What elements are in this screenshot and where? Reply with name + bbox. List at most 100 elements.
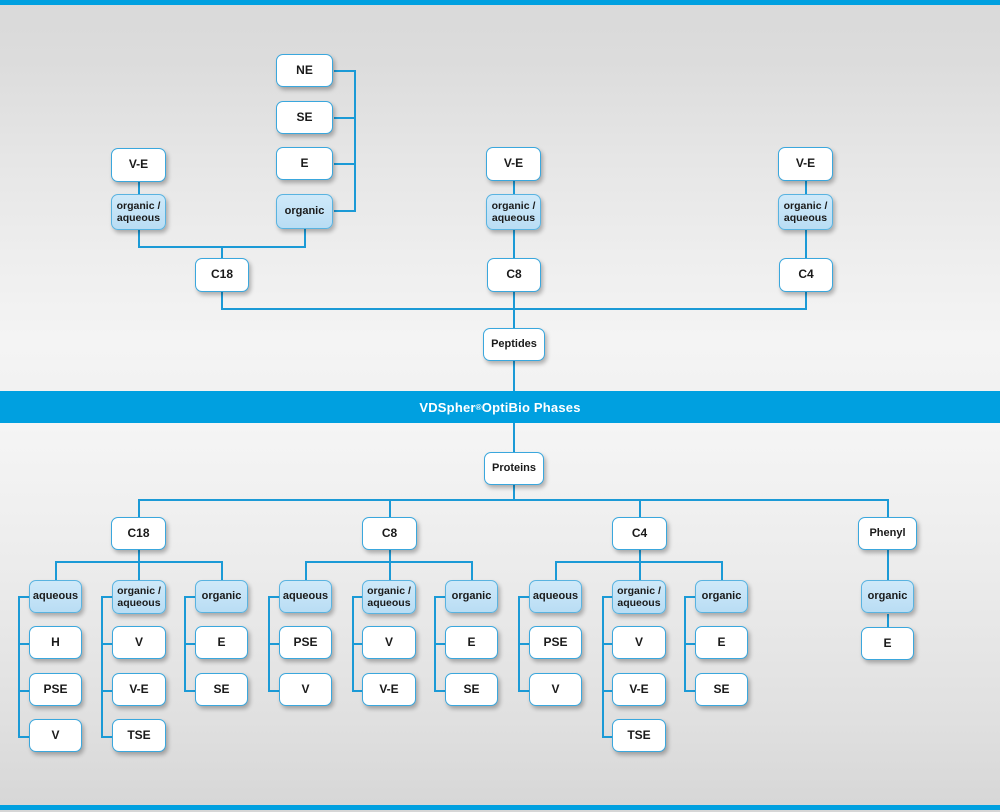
connector-line	[184, 643, 196, 645]
connector-line	[184, 690, 196, 692]
connector-line	[518, 643, 530, 645]
top-accent-bar	[0, 0, 1000, 5]
node-proteins-root[interactable]: Proteins	[484, 452, 544, 485]
node-proteins-phase-c18[interactable]: C18	[111, 517, 166, 550]
connector-line	[389, 499, 391, 517]
connector-line	[389, 561, 391, 580]
connector-line	[805, 292, 807, 309]
node-c18-group-organic[interactable]: organic	[195, 580, 248, 613]
connector-line	[513, 181, 515, 194]
node-c18-aqueous-item-pse[interactable]: PSE	[29, 673, 82, 706]
node-c8-aqueous-item-v[interactable]: V	[279, 673, 332, 706]
connector-line	[518, 690, 530, 692]
node-c8-group-organic[interactable]: organic	[445, 580, 498, 613]
connector-line	[513, 308, 515, 328]
connector-line	[354, 70, 356, 212]
node-peptides-c18-organic[interactable]: organic	[276, 194, 333, 229]
node-c4-organic-item-e[interactable]: E	[695, 626, 748, 659]
connector-line	[101, 596, 113, 598]
node-c4-aqueous-item-v[interactable]: V	[529, 673, 582, 706]
node-c4-organic-aqueous-item-tse[interactable]: TSE	[612, 719, 666, 752]
connector-line	[684, 596, 696, 598]
connector-line	[55, 561, 57, 580]
connector-line	[18, 736, 30, 738]
connector-line	[101, 643, 113, 645]
node-c4-group-aqueous[interactable]: aqueous	[529, 580, 582, 613]
connector-line	[305, 561, 307, 580]
node-proteins-phase-phenyl[interactable]: Phenyl	[858, 517, 917, 550]
connector-line	[513, 230, 515, 258]
node-c4-organic-aqueous-item-ve[interactable]: V-E	[612, 673, 666, 706]
node-c18-aqueous-item-v[interactable]: V	[29, 719, 82, 752]
connector-line	[513, 361, 515, 393]
node-c8-group-organic-aqueous[interactable]: organic / aqueous	[362, 580, 416, 614]
connector-line	[101, 596, 103, 737]
node-peptides-phase-c4[interactable]: C4	[779, 258, 833, 292]
node-c4-organic-item-se[interactable]: SE	[695, 673, 748, 706]
node-c18-organic-item-se[interactable]: SE	[195, 673, 248, 706]
connector-line	[352, 690, 364, 692]
node-c4-group-organic-aqueous[interactable]: organic / aqueous	[612, 580, 666, 614]
connector-line	[639, 561, 641, 580]
node-peptides-c8-organic-aqueous[interactable]: organic / aqueous	[486, 194, 541, 230]
node-peptides-c18-ne[interactable]: NE	[276, 54, 333, 87]
connector-line	[639, 550, 641, 562]
connector-line	[684, 643, 696, 645]
node-c18-organic-aqueous-item-ve[interactable]: V-E	[112, 673, 166, 706]
connector-line	[684, 690, 696, 692]
node-c8-organic-item-e[interactable]: E	[445, 626, 498, 659]
connector-line	[101, 690, 113, 692]
node-c8-organic-aqueous-item-ve[interactable]: V-E	[362, 673, 416, 706]
node-phenyl-organic-item-e[interactable]: E	[861, 627, 914, 660]
connector-line	[721, 561, 723, 580]
connector-line	[352, 643, 364, 645]
connector-line	[18, 596, 30, 598]
connector-line	[434, 690, 446, 692]
node-peptides-c18-organic-aqueous[interactable]: organic / aqueous	[111, 194, 166, 230]
node-c8-group-aqueous[interactable]: aqueous	[279, 580, 332, 613]
node-peptides-root[interactable]: Peptides	[483, 328, 545, 361]
node-peptides-c18-e[interactable]: E	[276, 147, 333, 180]
connector-line	[334, 117, 356, 119]
node-c8-organic-item-se[interactable]: SE	[445, 673, 498, 706]
connector-line	[805, 230, 807, 258]
node-c18-group-organic-aqueous[interactable]: organic / aqueous	[112, 580, 166, 614]
connector-line	[138, 561, 140, 580]
connector-line	[602, 736, 614, 738]
node-c8-organic-aqueous-item-v[interactable]: V	[362, 626, 416, 659]
node-phenyl-group-organic[interactable]: organic	[861, 580, 914, 613]
connector-line	[805, 181, 807, 194]
node-peptides-c8-ve[interactable]: V-E	[486, 147, 541, 181]
node-c18-organic-aqueous-item-v[interactable]: V	[112, 626, 166, 659]
node-c4-organic-aqueous-item-v[interactable]: V	[612, 626, 666, 659]
connector-line	[18, 643, 30, 645]
node-proteins-phase-c4[interactable]: C4	[612, 517, 667, 550]
node-c18-organic-aqueous-item-tse[interactable]: TSE	[112, 719, 166, 752]
node-c18-aqueous-item-h[interactable]: H	[29, 626, 82, 659]
node-peptides-c4-organic-aqueous[interactable]: organic / aqueous	[778, 194, 833, 230]
node-peptides-c4-ve[interactable]: V-E	[778, 147, 833, 181]
node-peptides-phase-c18[interactable]: C18	[195, 258, 249, 292]
connector-line	[602, 596, 604, 737]
node-proteins-phase-c8[interactable]: C8	[362, 517, 417, 550]
node-c4-aqueous-item-pse[interactable]: PSE	[529, 626, 582, 659]
node-peptides-c18-se[interactable]: SE	[276, 101, 333, 134]
node-c18-group-aqueous[interactable]: aqueous	[29, 580, 82, 613]
banner-brand: VDSpher	[419, 399, 476, 415]
connector-line	[887, 614, 889, 628]
connector-line	[434, 643, 446, 645]
node-c8-aqueous-item-pse[interactable]: PSE	[279, 626, 332, 659]
section-banner: VDSpher® OptiBio Phases	[0, 391, 1000, 423]
connector-line	[221, 561, 223, 580]
node-c4-group-organic[interactable]: organic	[695, 580, 748, 613]
connector-line	[555, 561, 722, 563]
connector-line	[138, 182, 140, 194]
node-peptides-c18-ve[interactable]: V-E	[111, 148, 166, 182]
node-peptides-phase-c8[interactable]: C8	[487, 258, 541, 292]
connector-line	[18, 690, 30, 692]
bottom-accent-bar	[0, 805, 1000, 810]
node-c18-organic-item-e[interactable]: E	[195, 626, 248, 659]
connector-line	[268, 596, 280, 598]
connector-line	[334, 70, 356, 72]
